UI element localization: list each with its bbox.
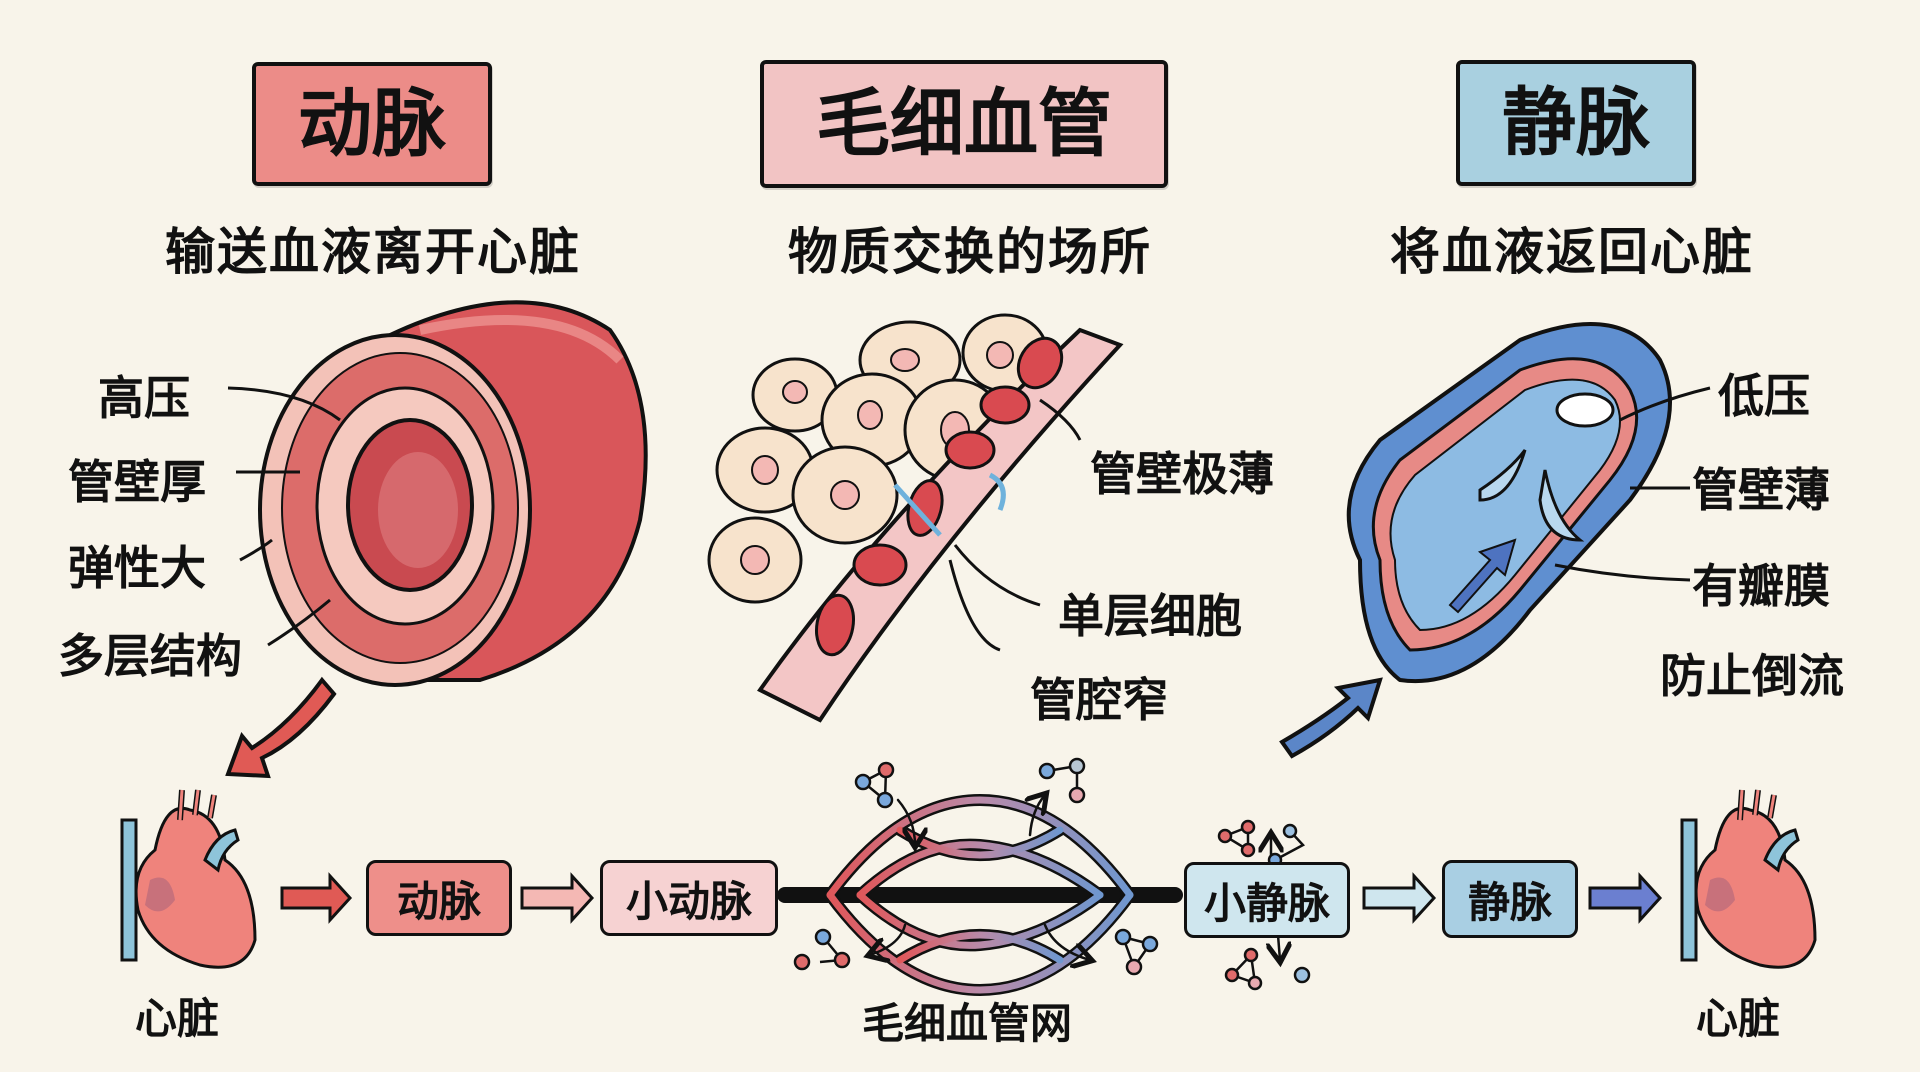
molecules — [793, 757, 1311, 991]
capillary-title-box: 毛细血管 — [760, 60, 1168, 188]
molecule — [1114, 928, 1159, 976]
vein-subtitle: 将血液返回心脏 — [1390, 223, 1754, 281]
flow-step-label: 动脉 — [396, 876, 481, 926]
capillary-leader-lines — [948, 398, 1082, 652]
red-blood-cells — [815, 336, 1064, 657]
to-vein-arrow — [1279, 677, 1383, 759]
molecule — [793, 928, 851, 971]
artery-to-heart-arrow — [225, 676, 337, 779]
molecule — [1038, 757, 1086, 804]
heart-right-icon — [1680, 789, 1817, 969]
artery-label-multilayer: 多层结构 — [58, 629, 242, 683]
flow-step-label: 静脉 — [1467, 877, 1552, 927]
capillary-network-label: 毛细血管网 — [862, 999, 1073, 1048]
vein-title-box: 静脉 — [1456, 60, 1696, 186]
vein-leader-lines — [1554, 386, 1711, 582]
vein-label-thin-wall: 管壁薄 — [1692, 463, 1830, 517]
capillary-subtitle: 物质交换的场所 — [788, 223, 1152, 281]
capillary-label-thin-wall: 管壁极薄 — [1090, 447, 1274, 501]
capillary-tube — [757, 327, 1124, 723]
artery-label-high-pressure: 高压 — [98, 371, 190, 425]
molecule — [1217, 819, 1256, 858]
heart-left-label: 心脏 — [135, 994, 220, 1043]
artery-label-thick-wall: 管壁厚 — [68, 455, 206, 509]
vein-valve-right — [1538, 469, 1585, 542]
flow-step-venule: 小静脉 — [1184, 862, 1350, 938]
exchange-arrow-absorption — [988, 472, 1006, 511]
artery-label-high-elasticity: 弹性大 — [68, 541, 206, 595]
flow-arrow-venule-to-vein — [1362, 872, 1437, 924]
flow-arrow-artery-to-arteriole — [520, 872, 595, 924]
artery-leader-lines — [227, 386, 341, 647]
flow-arrow-heart-to-artery — [280, 872, 353, 924]
vein-valve-left — [1478, 449, 1527, 502]
capillary-network — [777, 795, 1183, 997]
flow-step-vein: 静脉 — [1442, 860, 1578, 938]
molecule — [1224, 947, 1263, 991]
flow-step-artery: 动脉 — [366, 860, 512, 936]
heart-left-icon — [120, 789, 257, 969]
flow-arrow-vein-to-heart — [1588, 872, 1663, 924]
capillary-label-narrow-lumen: 管腔窄 — [1030, 673, 1168, 727]
vein-label-prevent-backflow: 防止倒流 — [1660, 649, 1844, 703]
molecule — [1293, 966, 1311, 984]
artery-title-box: 动脉 — [252, 62, 492, 186]
artery-illustration — [258, 300, 648, 687]
molecule — [854, 761, 895, 809]
exchange-arrow-diffusion — [893, 483, 942, 537]
vein-lumen — [1389, 378, 1621, 632]
artery-subtitle: 输送血液离开心脏 — [165, 223, 581, 281]
flow-arrows — [280, 872, 1663, 924]
capillary-title: 毛细血管 — [816, 81, 1112, 167]
flow-step-arteriole: 小动脉 — [600, 860, 778, 936]
vein-title: 静脉 — [1502, 80, 1650, 166]
flow-step-label: 小静脉 — [1203, 878, 1330, 928]
heart-right-label: 心脏 — [1696, 994, 1781, 1043]
vein-illustration — [1346, 322, 1672, 684]
vein-flow-arrow — [1448, 538, 1517, 614]
capillary-label-single-layer: 单层细胞 — [1058, 589, 1242, 643]
artery-title: 动脉 — [298, 81, 446, 167]
flow-step-label: 小动脉 — [625, 876, 752, 926]
vein-label-low-pressure: 低压 — [1718, 369, 1810, 423]
vein-label-valves: 有瓣膜 — [1692, 559, 1830, 613]
venule-exchange-arrow-down — [1278, 934, 1280, 960]
